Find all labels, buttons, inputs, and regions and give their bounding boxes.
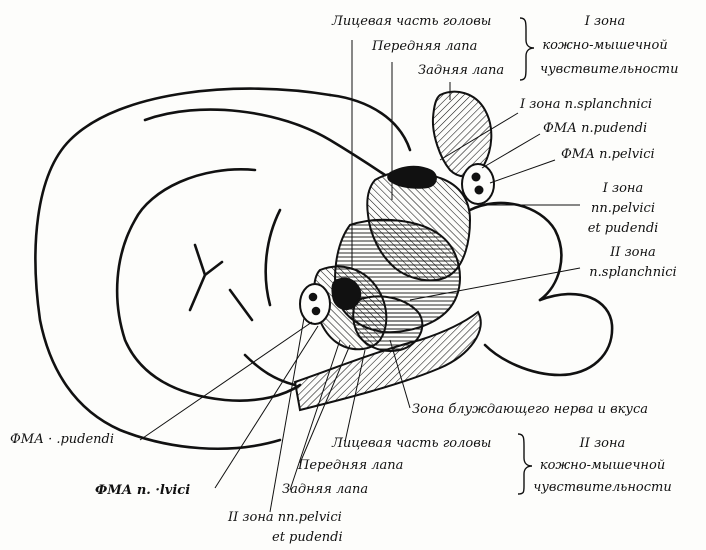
label-zone2-skin-l3: чувствительности [530,480,675,495]
label-zone1-pelvici-l1: I зона [568,181,678,196]
label-fma-pudendi-top: ФМА n.pudendi [543,121,647,136]
label-zone2-skin-title: II зона [530,436,675,451]
fma-dot-top-2 [475,186,484,195]
fma-oval-top [462,164,494,204]
label-zone2-skin-l2: кожно-мышечной [530,458,675,473]
label-bottom-face: Лицевая часть головы [332,436,491,451]
label-zone1-skin-title: I зона [540,14,670,29]
label-vagus-taste: Зона блуждающего нерва и вкуса [412,402,648,417]
label-zone2-splanchnici-l1: II зона [578,245,688,260]
fma-dot-bottom-2 [312,307,321,316]
label-zone2-pelvici-l2: et pudendi [272,530,343,545]
label-zone1-pelvici-l2: nn.pelvici [568,201,678,216]
label-zone1-skin-l2: кожно-мышечной [540,38,670,53]
label-top-hindpaw: Задняя лапа [418,63,504,78]
label-fma-pelvici-top: ФМА n.pelvici [561,147,655,162]
label-zone2-pelvici-l1: II зона nn.pelvici [228,510,342,525]
label-top-forepaw: Передняя лапа [372,39,477,54]
fma-dot-top-1 [472,173,481,182]
fma-dot-bottom-1 [309,293,318,302]
label-fma-pudendi-left: ФМА · .pudendi [10,432,114,447]
label-bottom-forepaw: Передняя лапа [298,458,403,473]
braces [518,18,534,494]
fma-oval-bottom [300,284,330,324]
label-zone2-splanchnici-l2: n.splanchnici [578,265,688,280]
label-zone1-pelvici-l3: et pudendi [568,221,678,236]
label-top-face: Лицевая часть головы [332,14,491,29]
label-zone1-skin-l3: чувствительности [540,62,670,77]
label-bottom-hindpaw: Задняя лапа [282,482,368,497]
label-zone1-splanchnici: I зона n.splanchnici [520,97,652,112]
label-fma-pelvici-left: ФМА n. ·lvici [95,483,190,498]
